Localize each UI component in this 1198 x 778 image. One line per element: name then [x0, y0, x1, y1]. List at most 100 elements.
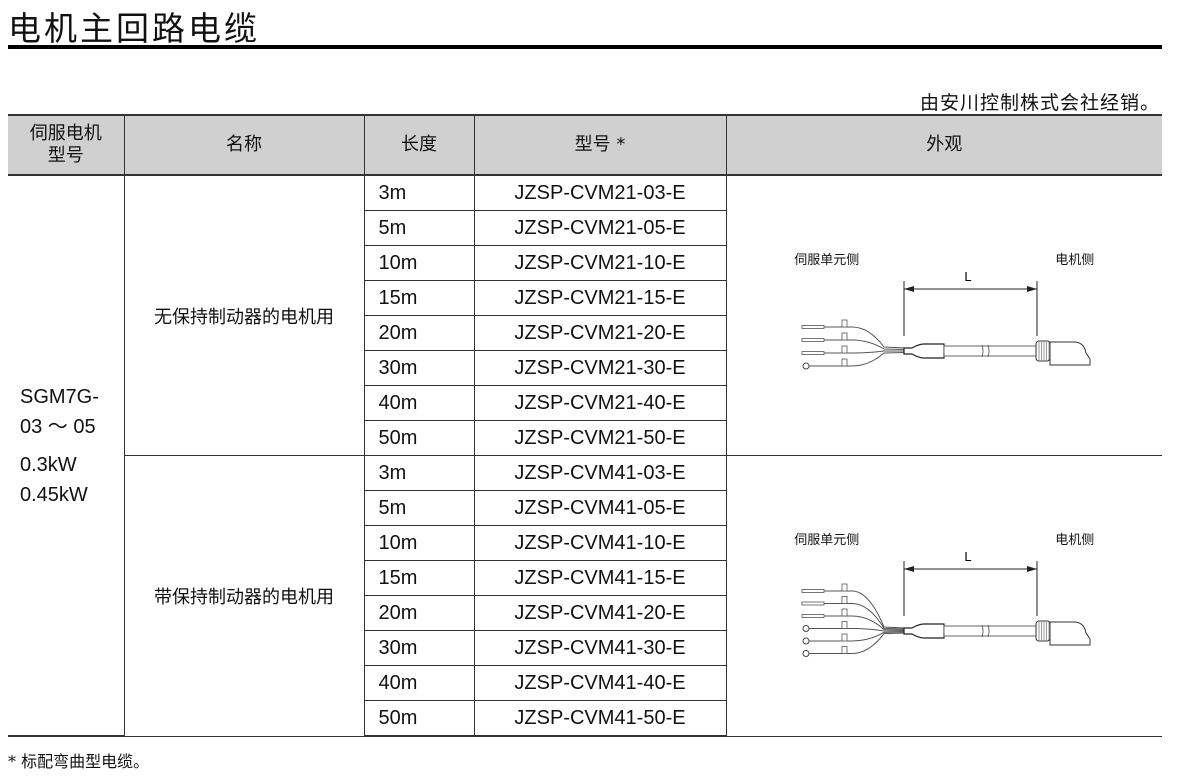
ring-terminal: [802, 649, 810, 657]
wire-marker: [841, 319, 848, 327]
cable-model-number: JZSP-CVM21-03-E: [473, 174, 727, 211]
motor-side-label: 电机侧: [1055, 252, 1095, 268]
cable-model-number: JZSP-CVM41-10-E: [473, 525, 727, 561]
header-appearance: 外观: [725, 114, 1162, 176]
cable-model-number: JZSP-CVM21-50-E: [473, 420, 727, 456]
cable-length: 15m: [363, 280, 475, 316]
wire: [824, 326, 907, 348]
connector-nut: [1035, 620, 1051, 642]
cable-length: 30m: [363, 350, 475, 386]
cable-length: 20m: [363, 595, 475, 631]
connector-body: [1049, 621, 1091, 646]
wire: [824, 632, 907, 654]
cable-model-number: JZSP-CVM21-20-E: [473, 315, 727, 351]
cable-model-number: JZSP-CVM21-05-E: [473, 210, 727, 246]
cable-drawing: L: [801, 269, 1091, 369]
cable-length: 50m: [363, 420, 475, 456]
pin-terminal: [801, 350, 825, 355]
cable-model-number: JZSP-CVM21-30-E: [473, 350, 727, 386]
pin-terminal: [801, 324, 825, 329]
cable-model-number: JZSP-CVM21-10-E: [473, 245, 727, 281]
wire-marker: [841, 595, 848, 604]
footnote: * 标配弯曲型电缆。: [8, 752, 150, 771]
break-mark: [981, 344, 990, 357]
cable-name: 无保持制动器的电机用: [123, 174, 365, 456]
cable-length: 40m: [363, 385, 475, 421]
header-name: 名称: [123, 114, 365, 176]
dim-arrow-right: [1027, 285, 1038, 292]
cable-model-number: JZSP-CVM21-40-E: [473, 385, 727, 421]
cable-model-number: JZSP-CVM41-50-E: [473, 700, 727, 737]
wire-marker: [841, 633, 848, 642]
servo-side-label: 伺服单元侧: [794, 252, 860, 268]
cable-drawing: L: [801, 549, 1091, 657]
cable-length: 3m: [363, 455, 475, 491]
cable-length: 10m: [363, 525, 475, 561]
wire: [824, 631, 907, 642]
wire: [824, 627, 907, 632]
cable-length: 5m: [363, 210, 475, 246]
cable-length: 3m: [363, 174, 475, 211]
dim-arrow-left: [904, 285, 915, 292]
header-length: 长度: [363, 114, 475, 176]
heat-shrink: [903, 623, 945, 639]
cable-length: 5m: [363, 490, 475, 526]
ring-terminal: [802, 637, 810, 645]
wire-marker: [841, 620, 848, 629]
pin-terminal: [801, 588, 825, 593]
wire-marker: [841, 332, 848, 340]
break-mark: [981, 624, 990, 637]
wire: [824, 602, 907, 630]
cable-model-number: JZSP-CVM41-05-E: [473, 490, 727, 526]
header-motor-model: 伺服电机型号: [8, 114, 125, 176]
table-header-row: 伺服电机型号 名称 长度 型号 * 外观: [8, 114, 1162, 176]
cable: [943, 345, 1037, 356]
wire-marker: [841, 645, 848, 654]
motor-side-label: 电机侧: [1055, 532, 1095, 548]
wire: [824, 590, 907, 629]
cable-length: 20m: [363, 315, 475, 351]
pin-terminal: [801, 613, 825, 618]
wire: [824, 615, 907, 631]
pin-terminal: [801, 337, 825, 342]
connector-nut: [1035, 340, 1051, 361]
distributor-note: 由安川控制株式会社经销。: [919, 92, 1160, 114]
cable-model-number: JZSP-CVM41-03-E: [473, 455, 727, 491]
ring-terminal: [802, 362, 810, 369]
pin-terminal: [801, 601, 825, 606]
page-title: 电机主回路电缆: [8, 9, 260, 48]
header-model: 型号 *: [473, 114, 727, 176]
wire-marker: [841, 345, 848, 353]
cable-model-number: JZSP-CVM41-20-E: [473, 595, 727, 631]
wire: [824, 339, 907, 350]
heat-shrink: [903, 342, 945, 359]
wire: [824, 350, 907, 353]
dim-label: L: [965, 549, 972, 564]
cable-length: 15m: [363, 560, 475, 596]
cable-model-number: JZSP-CVM41-30-E: [473, 630, 727, 666]
cable-length: 10m: [363, 245, 475, 281]
cable-model-number: JZSP-CVM41-15-E: [473, 560, 727, 596]
motor-model: SGM7G-03 ～ 05: [20, 385, 99, 438]
wire-marker: [841, 358, 848, 366]
cable: [943, 625, 1037, 637]
dim-arrow-left: [904, 565, 915, 572]
ring-terminal: [802, 624, 810, 632]
